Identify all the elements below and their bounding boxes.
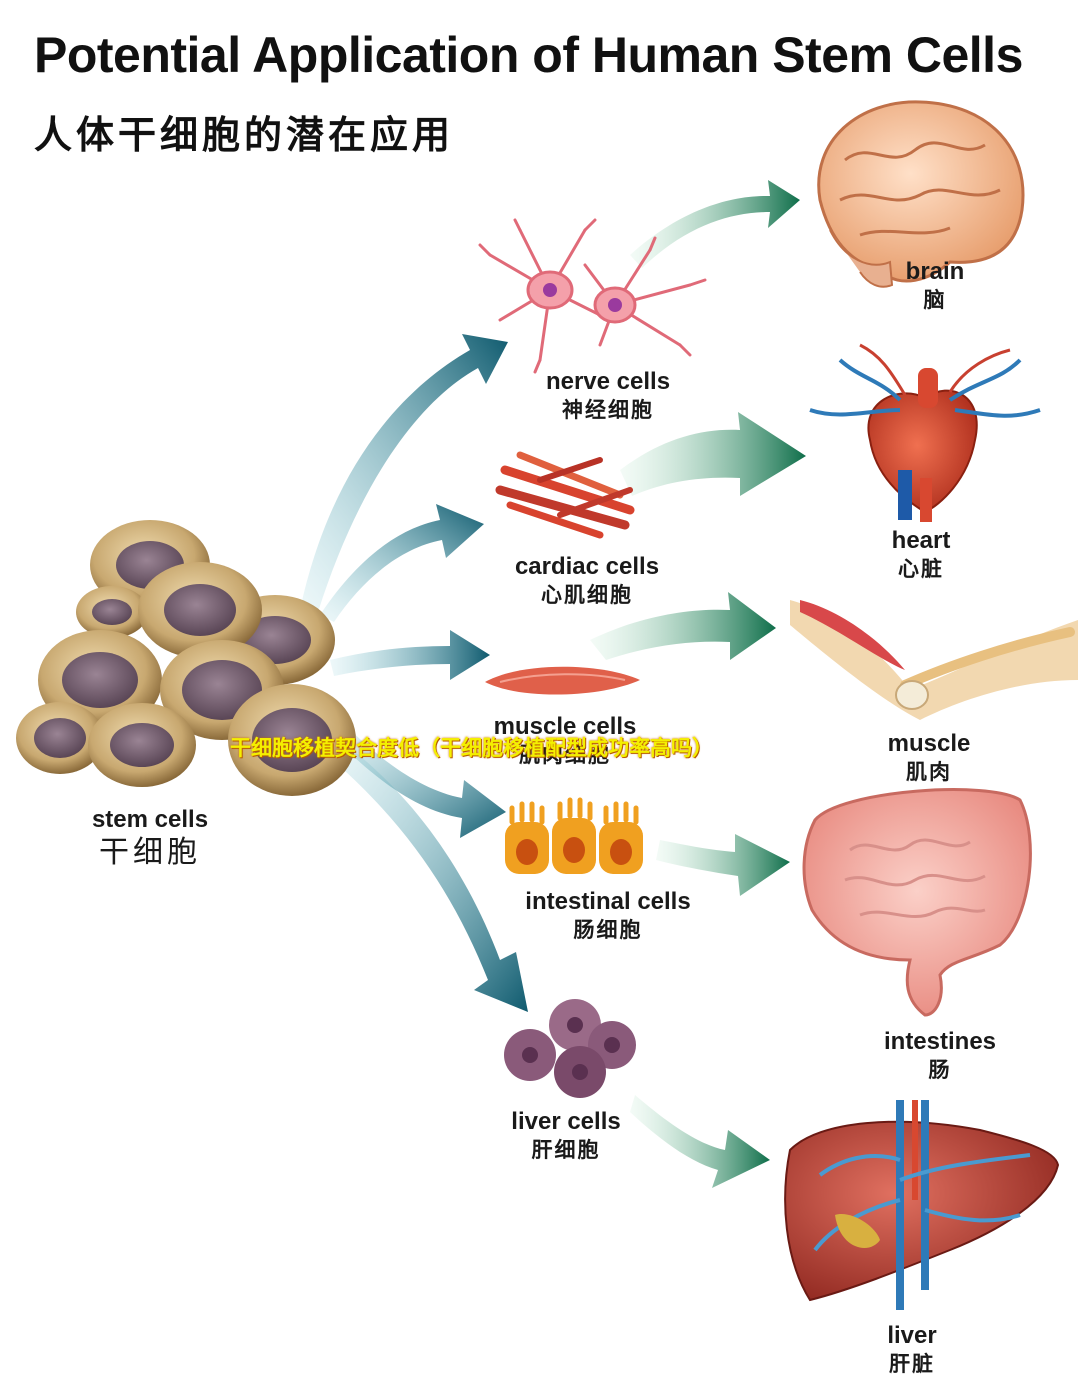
intestinal-cells-illustration: [505, 797, 643, 874]
label-muscle-cells-zh: 肌肉细胞: [518, 743, 611, 767]
label-liver-cells-zh: 肝细胞: [531, 1138, 601, 1162]
arrow-to-muscle: [590, 592, 776, 660]
label-intestinal-cells: intestinal cells 肠细胞: [525, 888, 690, 944]
label-heart-zh: 心脏: [898, 557, 944, 581]
arrow-to-liver: [630, 1095, 770, 1188]
watermark-overlay-text: 干细胞移植契合度低（干细胞移植配型成功率高吗）: [230, 736, 713, 760]
label-liver-zh: 肝脏: [889, 1352, 935, 1376]
brain-illustration: [817, 100, 1025, 288]
arrow-to-liver-cells: [328, 740, 528, 1012]
label-brain-zh: 脑: [923, 288, 947, 312]
arrow-to-intestinal-cells: [330, 720, 506, 838]
intestines-illustration: [802, 788, 1032, 1017]
label-stem-cells-en: stem cells: [91, 806, 209, 833]
label-liver-en: liver: [887, 1322, 937, 1349]
nerve-cells-illustration: [478, 218, 707, 374]
label-muscle-en: muscle: [887, 730, 971, 757]
label-muscle-cells-en: muscle cells: [493, 713, 637, 740]
label-stem-cells-zh: 干细胞: [98, 835, 201, 870]
label-muscle-cells: muscle cells 肌肉细胞: [494, 713, 637, 769]
stem-cells-illustration: [16, 520, 356, 796]
cardiac-cells-illustration: [495, 451, 635, 539]
arrow-to-cardiac-cells: [320, 504, 484, 622]
liver-illustration: [784, 1100, 1060, 1310]
label-liver-cells: liver cells 肝细胞: [511, 1108, 620, 1164]
label-intestinal-cells-zh: 肠细胞: [573, 918, 643, 942]
label-intestines-zh: 肠: [928, 1058, 952, 1082]
label-intestinal-cells-en: intestinal cells: [525, 888, 691, 915]
label-cardiac-cells-en: cardiac cells: [514, 553, 660, 580]
muscle-cells-illustration: [485, 666, 640, 695]
label-intestines: intestines 肠: [884, 1028, 996, 1084]
label-intestines-en: intestines: [883, 1028, 997, 1055]
label-liver: liver 肝脏: [887, 1322, 936, 1378]
label-nerve-cells-en: nerve cells: [545, 368, 671, 395]
label-liver-cells-en: liver cells: [511, 1108, 621, 1135]
page-title: Potential Application of Human Stem Cell…: [34, 27, 1023, 83]
label-heart-en: heart: [891, 527, 951, 554]
liver-cells-illustration: [504, 999, 636, 1098]
label-brain-en: brain: [905, 258, 965, 285]
page-subtitle: 人体干细胞的潜在应用: [34, 113, 455, 157]
arrow-to-heart: [620, 412, 806, 496]
heart-illustration: [809, 343, 1041, 522]
label-cardiac-cells: cardiac cells 心肌细胞: [515, 553, 659, 609]
arrow-to-intestines: [656, 834, 790, 896]
label-cardiac-cells-zh: 心肌细胞: [540, 583, 633, 607]
muscle-arm-illustration: [790, 600, 1078, 720]
label-brain: brain 脑: [906, 258, 965, 314]
arrow-to-muscle-cells: [330, 630, 490, 680]
arrow-to-brain: [630, 180, 800, 268]
label-muscle-zh: 肌肉: [906, 760, 952, 784]
label-nerve-cells: nerve cells 神经细胞: [546, 368, 670, 424]
label-muscle: muscle 肌肉: [888, 730, 971, 786]
arrow-to-nerve-cells: [300, 334, 508, 612]
label-nerve-cells-zh: 神经细胞: [562, 398, 654, 422]
label-stem-cells: stem cells 干细胞: [92, 806, 208, 872]
label-heart: heart 心脏: [892, 527, 951, 583]
